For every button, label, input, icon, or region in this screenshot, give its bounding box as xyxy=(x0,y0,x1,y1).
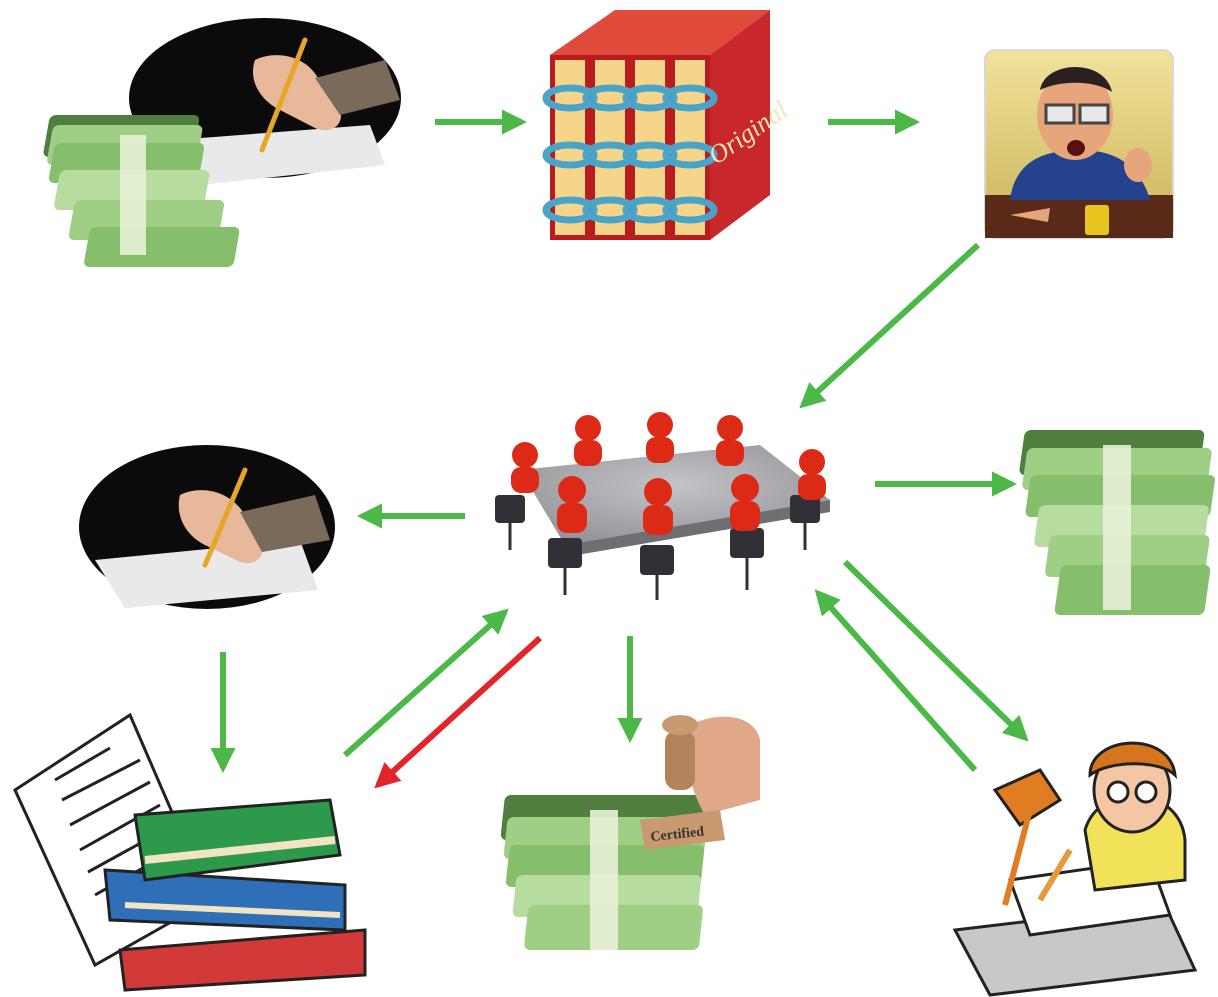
books-and-paper-icon xyxy=(13,712,367,992)
flow-arrows xyxy=(210,109,1029,789)
money-stack-icon xyxy=(43,115,240,267)
writing-hand-with-money-icon xyxy=(43,18,401,267)
arrow-books-to-meeting xyxy=(343,608,509,758)
arrow-meeting-to-reviewer xyxy=(842,559,1029,742)
arrow-reviewer-to-meeting xyxy=(814,589,978,772)
board-meeting-icon xyxy=(495,412,830,600)
red-binders-icon: Original xyxy=(542,10,793,240)
stamp-label: Certified xyxy=(650,825,705,846)
writing-hand-icon xyxy=(79,445,335,609)
arrow-meeting-to-books-red xyxy=(374,635,543,789)
certified-stamp-money-icon: Certified xyxy=(500,715,760,950)
arrow-boss-to-meeting xyxy=(799,242,981,409)
angry-boss-icon xyxy=(984,49,1174,239)
cartoon-reviewer-icon xyxy=(952,741,1198,997)
money-stack-icon xyxy=(1019,430,1215,615)
